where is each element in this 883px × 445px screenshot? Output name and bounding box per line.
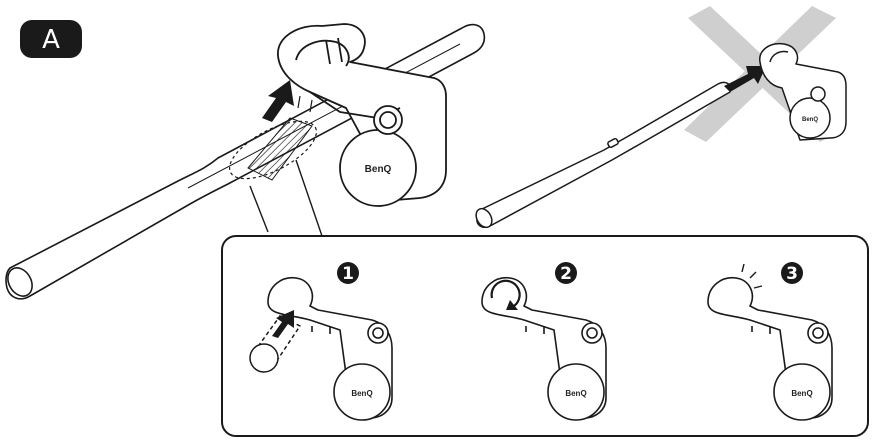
section-label: A — [42, 25, 60, 55]
rotate-arrow-icon — [490, 279, 521, 310]
step-2-brand: BenQ — [565, 389, 586, 398]
step-3-clamp: BenQ — [707, 277, 833, 421]
step-2-number-badge: 2 — [555, 262, 577, 284]
step-3: 3 BenQ — [707, 262, 833, 421]
small-light-bar — [475, 81, 732, 229]
step-1-number-badge: 1 — [337, 262, 359, 284]
clamp-weight: BenQ — [339, 105, 417, 207]
up-arrow-icon — [262, 80, 294, 122]
small-insert-arrow-icon — [724, 66, 766, 92]
step-1-rod — [249, 315, 302, 373]
step-3-brand: BenQ — [791, 389, 812, 398]
step-2: 2 BenQ — [481, 262, 607, 421]
step-3-number-badge: 3 — [781, 262, 803, 284]
step-1-brand: BenQ — [351, 389, 372, 398]
small-clamp: BenQ — [759, 42, 847, 141]
callout-connector — [249, 159, 323, 237]
brand-label-main: BenQ — [365, 164, 392, 175]
step-3-number: 3 — [786, 264, 798, 284]
step-1-up-arrow-icon — [272, 310, 294, 338]
step-2-clamp: BenQ — [481, 277, 607, 421]
step-1-clamp: BenQ — [267, 277, 393, 421]
click-spark-icon — [741, 263, 763, 289]
step-2-number: 2 — [560, 264, 572, 284]
incorrect-method-illustration: BenQ — [475, 6, 847, 229]
contact-area-highlight — [228, 117, 318, 181]
section-badge: A — [20, 20, 82, 58]
brand-label-small: BenQ — [802, 117, 818, 123]
step-1-number: 1 — [342, 264, 354, 284]
step-1: 1 BenQ — [249, 262, 393, 421]
steps-panel: 1 BenQ 2 — [221, 235, 869, 437]
